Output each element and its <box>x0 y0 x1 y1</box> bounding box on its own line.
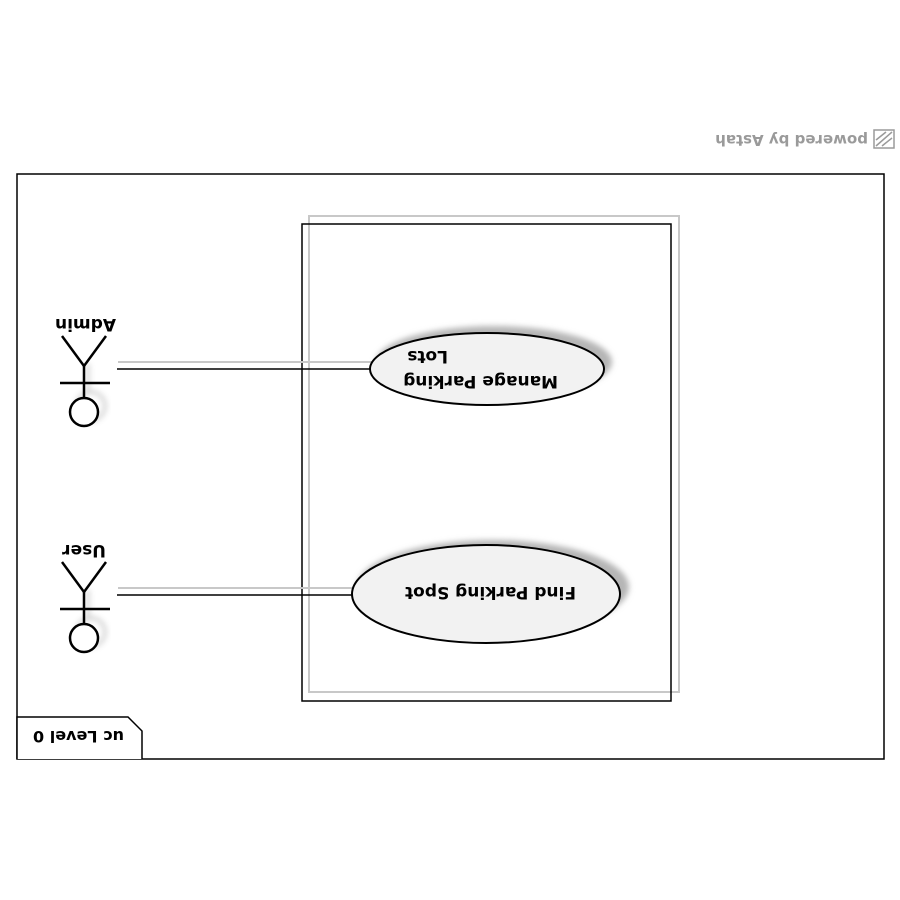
use-case-manage-line1: Manage Parking <box>403 371 558 391</box>
use-case-find-label: Find Parking Spot <box>405 582 576 602</box>
astah-watermark: powered by Astah <box>715 129 895 149</box>
actor-user-head <box>68 622 100 654</box>
frame-label-tab: uc Level 0 <box>16 716 143 759</box>
system-boundary <box>301 223 672 702</box>
watermark-text: powered by Astah <box>715 131 868 149</box>
actor-admin: Admin <box>55 314 116 428</box>
actor-user-label: User <box>62 540 106 560</box>
use-case-find-parking-spot: Find Parking Spot <box>351 540 629 644</box>
use-case-manage-line2: Lots <box>407 346 448 366</box>
system-boundary-shadow <box>308 215 680 693</box>
actor-user: User <box>60 540 110 654</box>
association-admin-manage <box>117 361 372 370</box>
actor-admin-head <box>68 396 100 428</box>
actor-admin-label: Admin <box>55 314 116 334</box>
diagram-frame <box>16 173 885 760</box>
astah-logo-icon <box>873 129 895 149</box>
frame-label-text: uc Level 0 <box>33 727 124 746</box>
use-case-manage-parking-lots: Manage Parking Lots <box>369 326 612 406</box>
association-user-find <box>117 587 352 596</box>
